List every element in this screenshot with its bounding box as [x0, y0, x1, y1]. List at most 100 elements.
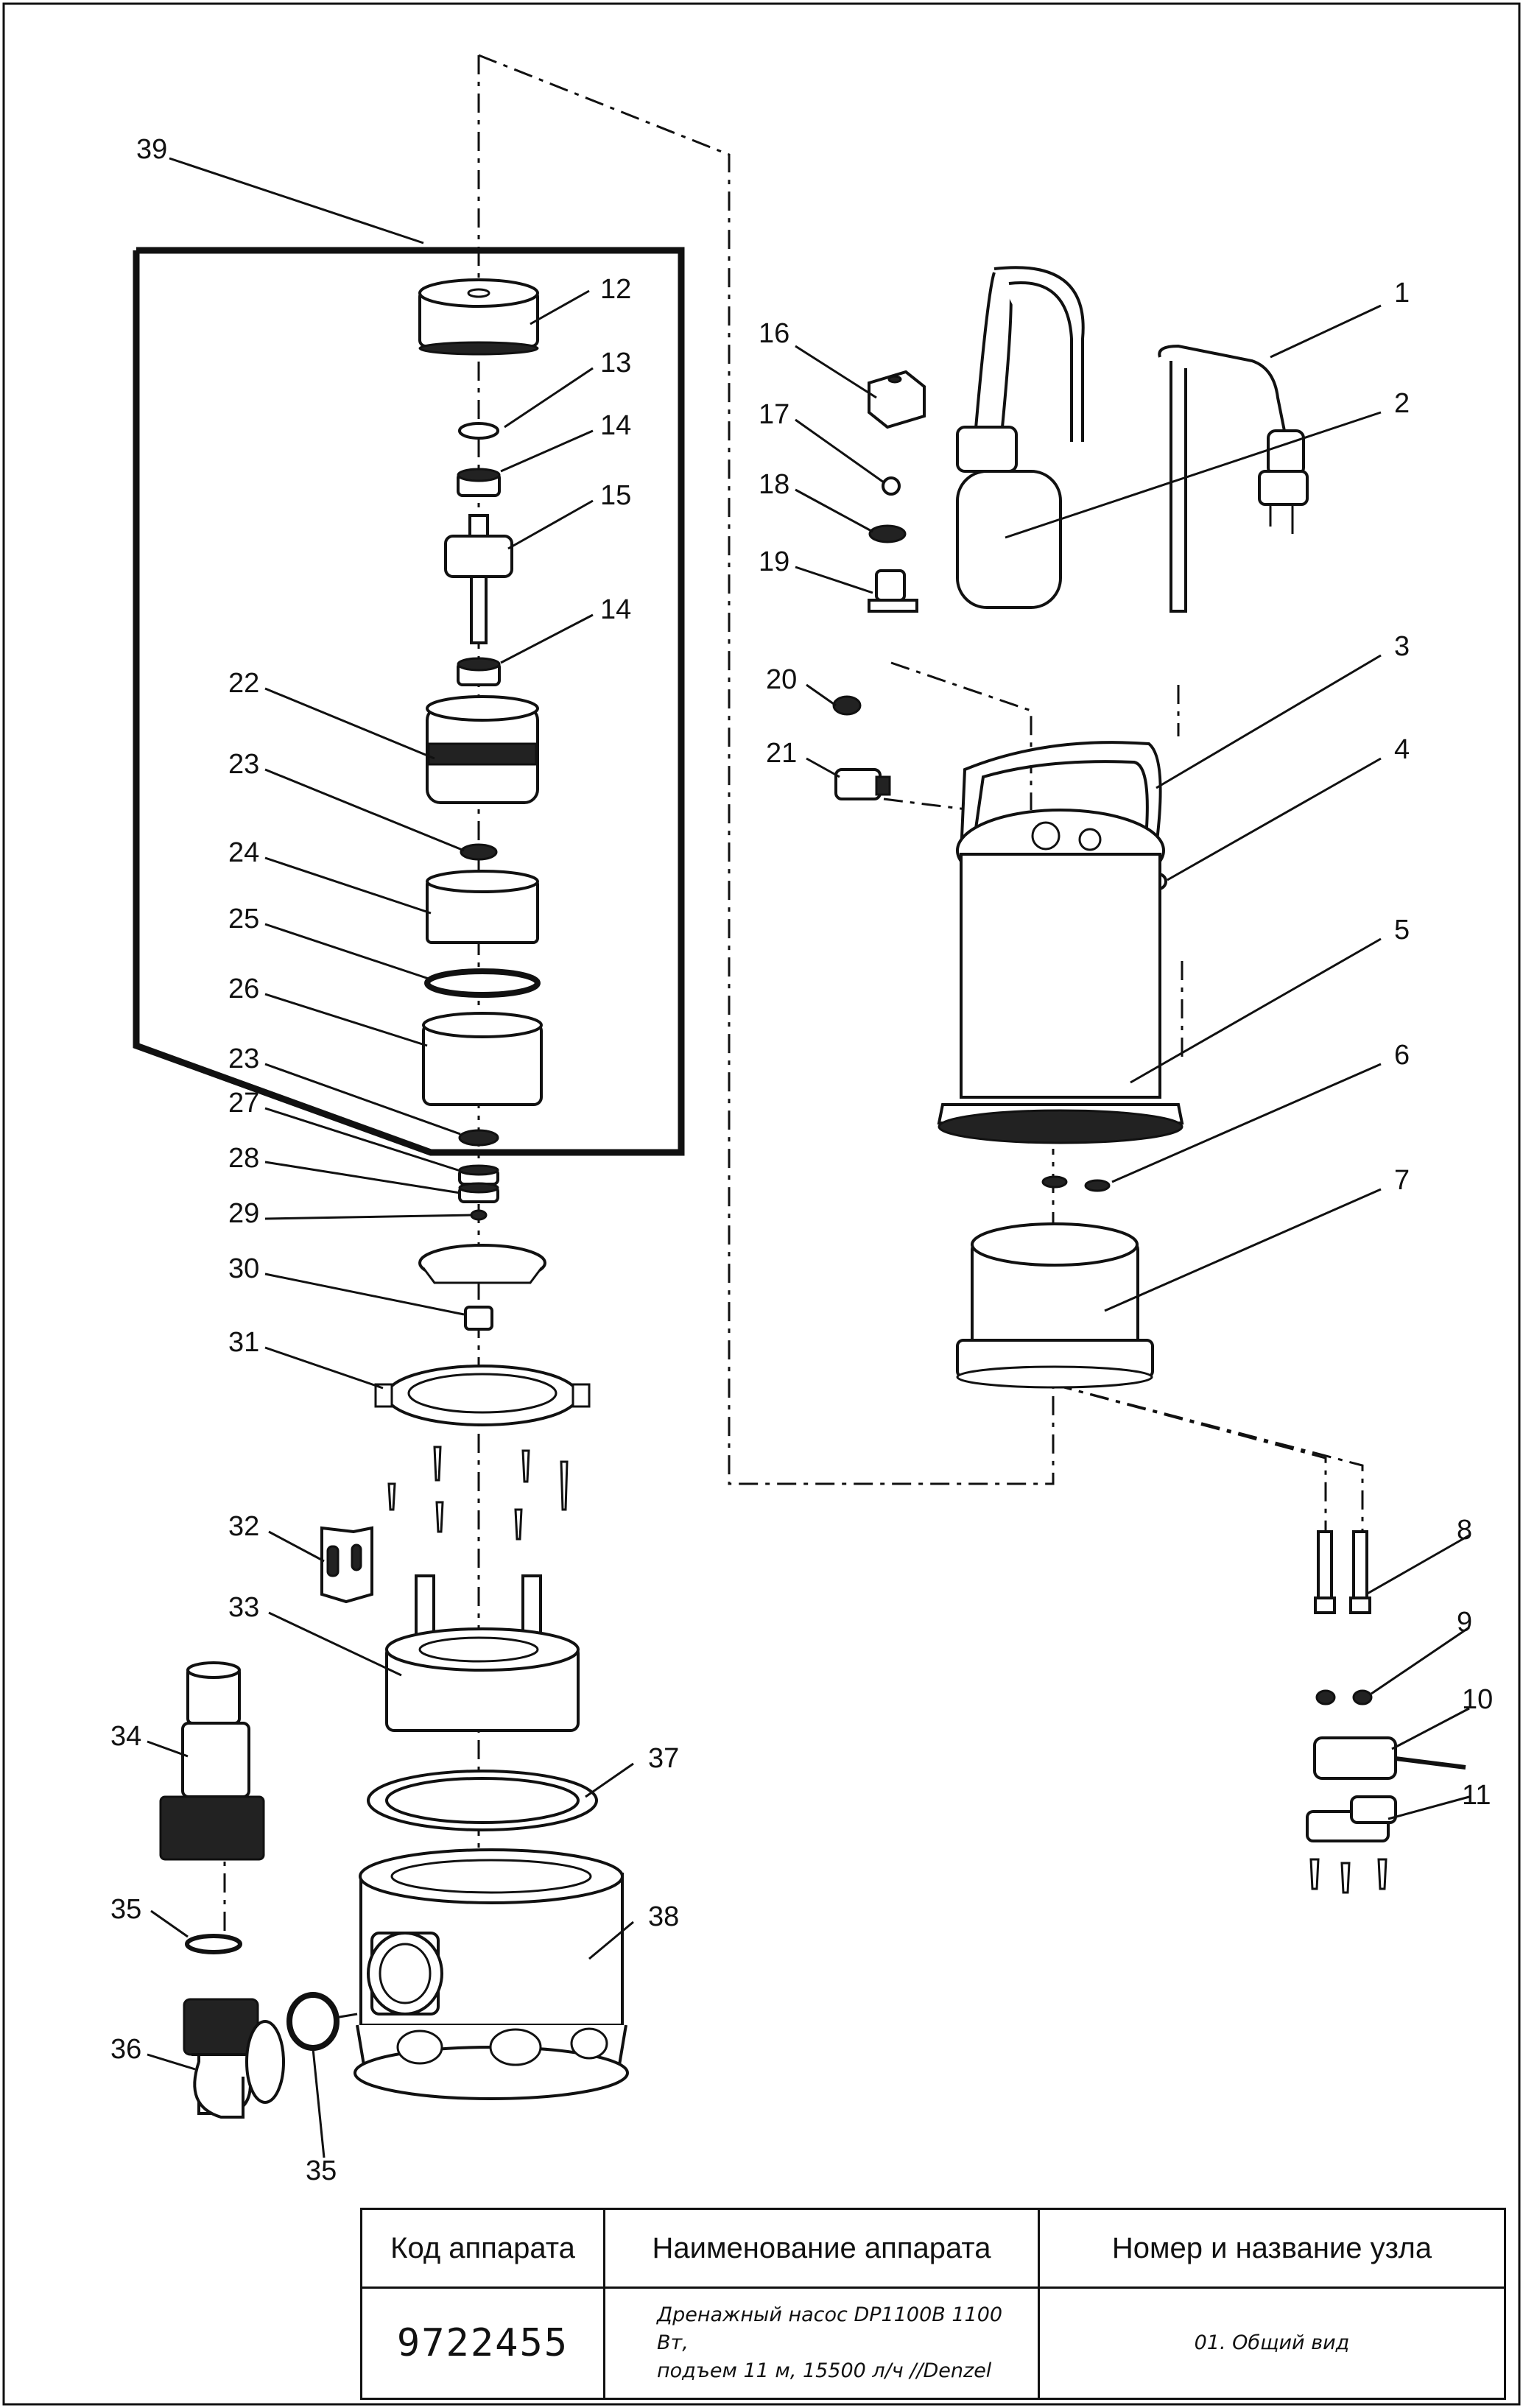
- callout-3: 3: [1394, 631, 1410, 662]
- callout-25: 25: [228, 904, 259, 934]
- part-16-cap-nut: [868, 370, 926, 429]
- callout-38: 38: [648, 1901, 679, 1932]
- leader-lines: [147, 157, 1470, 2158]
- part-18-ring: [868, 524, 907, 543]
- part-27-spring: [458, 1164, 499, 1186]
- assembly-39-frame: [133, 247, 685, 1156]
- callout-30: 30: [228, 1253, 259, 1284]
- device-name-cell: Дренажный насос DP1100B 1100 Вт, подъем …: [603, 2286, 1040, 2400]
- part-26-cup: [422, 1012, 543, 1106]
- part-11-clamp-plate: [1306, 1795, 1397, 1842]
- clamp-screws: [1309, 1858, 1387, 1894]
- device-code-cell: 9722455: [360, 2286, 605, 2400]
- part-35-seal-lower: [286, 1992, 340, 2051]
- part-15-shaft: [444, 514, 513, 644]
- callout-27: 27: [228, 1088, 259, 1119]
- part-5-motor-housing: [937, 853, 1184, 1144]
- part-14-bearing-lower: [457, 657, 501, 686]
- callout-33: 33: [228, 1592, 259, 1623]
- part-32-bracket: [320, 1526, 373, 1604]
- callout-labels: 1 2 3 4 5 6 7 8 9 10 11 12 13 14 14 15 1…: [110, 134, 1493, 2186]
- part-36-elbow: [183, 1998, 285, 2119]
- callout-34: 34: [110, 1721, 141, 1752]
- part-34-nozzle: [159, 1661, 265, 1861]
- callout-7: 7: [1394, 1165, 1410, 1196]
- callout-21: 21: [766, 738, 797, 769]
- part-28-spacer: [458, 1182, 499, 1203]
- callout-35-upper: 35: [110, 1894, 141, 1925]
- callout-2: 2: [1394, 388, 1410, 419]
- node-name-cell: 01. Общий вид: [1038, 2286, 1506, 2400]
- part-35-seal-upper: [185, 1934, 242, 1954]
- callout-9: 9: [1457, 1607, 1472, 1638]
- callout-22: 22: [228, 668, 259, 699]
- header-code: Код аппарата: [360, 2208, 605, 2289]
- part-7-motor-base: [956, 1222, 1154, 1389]
- part-30-nut: [464, 1306, 493, 1331]
- part-17-ball: [882, 476, 901, 496]
- title-block: Код аппарата Наименование аппарата Номер…: [360, 2208, 1506, 2400]
- callout-31: 31: [228, 1327, 259, 1358]
- callout-10: 10: [1462, 1684, 1493, 1715]
- part-13-ring: [458, 422, 499, 440]
- part-1-cable: [1158, 344, 1309, 613]
- callout-14-lower: 14: [600, 594, 631, 625]
- part-24-sleeve: [426, 870, 539, 944]
- part-38-base: [354, 1848, 629, 2100]
- callout-23-lower: 23: [228, 1043, 259, 1074]
- callout-35-lower: 35: [306, 2155, 337, 2186]
- callout-11: 11: [1462, 1780, 1491, 1811]
- device-name-line-1: Дренажный насос DP1100B 1100 Вт,: [657, 2303, 1003, 2354]
- part-22-rotor: [426, 695, 539, 804]
- callout-36: 36: [110, 2034, 141, 2065]
- part-25-o-ring: [424, 968, 541, 998]
- part-19-gland: [868, 569, 918, 613]
- callout-16: 16: [759, 318, 789, 349]
- callout-17: 17: [759, 399, 789, 430]
- part-12-cap: [418, 278, 539, 356]
- callout-39: 39: [136, 134, 167, 165]
- part-29-circlip: [470, 1209, 488, 1221]
- callout-37: 37: [648, 1743, 679, 1774]
- callout-4: 4: [1394, 734, 1410, 765]
- device-code: 9722455: [396, 2321, 569, 2365]
- cover-screws: [387, 1446, 569, 1541]
- header-name: Наименование аппарата: [603, 2208, 1040, 2289]
- part-8-studs: [1314, 1530, 1371, 1614]
- node-name: 01. Общий вид: [1194, 2331, 1350, 2354]
- callout-5: 5: [1394, 915, 1410, 946]
- callout-24: 24: [228, 837, 259, 868]
- callout-20: 20: [766, 664, 797, 695]
- part-23-washer-lower: [458, 1129, 499, 1147]
- callout-32: 32: [228, 1511, 259, 1542]
- part-2-float-switch: [956, 266, 1085, 609]
- part-6-washers: [1041, 1175, 1111, 1192]
- callout-14-upper: 14: [600, 410, 631, 441]
- part-29-impeller: [418, 1244, 546, 1284]
- part-37-gasket: [367, 1770, 598, 1831]
- part-33-housing: [385, 1574, 580, 1732]
- part-10-cable-clamp: [1313, 1736, 1466, 1780]
- header-node: Номер и название узла: [1038, 2208, 1506, 2289]
- device-name-line-2: подъем 11 м, 15500 л/ч //Denzel: [657, 2359, 992, 2382]
- callout-23-upper: 23: [228, 749, 259, 780]
- part-9-nuts: [1315, 1689, 1373, 1705]
- callout-8: 8: [1457, 1515, 1472, 1546]
- callout-12: 12: [600, 274, 631, 305]
- part-21-connector: [834, 768, 891, 800]
- callout-13: 13: [600, 348, 631, 379]
- callout-6: 6: [1394, 1040, 1410, 1071]
- callout-28: 28: [228, 1143, 259, 1174]
- callout-26: 26: [228, 974, 259, 1004]
- part-20-washer: [832, 695, 862, 716]
- callout-15: 15: [600, 480, 631, 511]
- part-31-cover: [374, 1365, 591, 1426]
- callout-19: 19: [759, 546, 789, 577]
- callout-29: 29: [228, 1198, 259, 1229]
- callout-18: 18: [759, 469, 789, 500]
- part-23-washer-upper: [460, 843, 498, 861]
- callout-1: 1: [1394, 278, 1410, 309]
- part-14-bearing-upper: [457, 468, 501, 497]
